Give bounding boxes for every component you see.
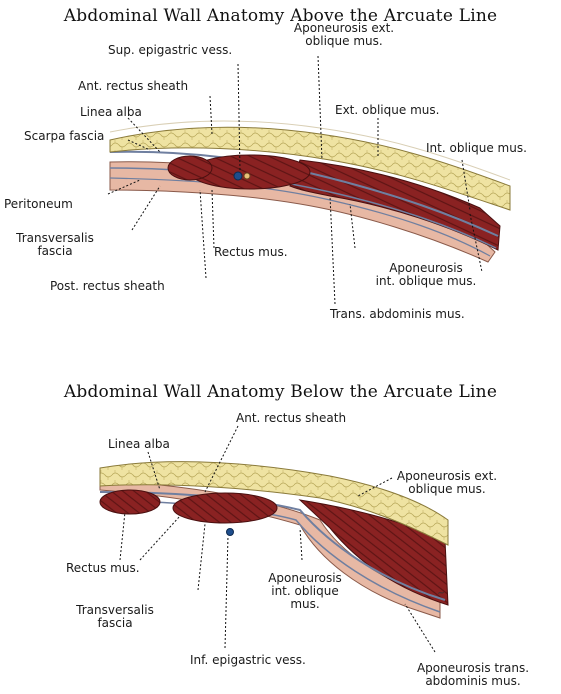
label-trans-abdominis-mus: Trans. abdominis mus. xyxy=(330,307,465,321)
label-aponeurosis-int-oblique-bottom: Aponeurosis int. oblique mus. xyxy=(268,571,342,611)
label-int-oblique-mus: Int. oblique mus. xyxy=(426,141,527,155)
label-rectus-mus-bottom: Rectus mus. xyxy=(66,561,140,575)
label-linea-alba-bottom: Linea alba xyxy=(108,437,170,451)
artist-signature: ~ xyxy=(436,587,447,600)
bottom-lateral-muscles xyxy=(298,499,449,606)
label-aponeurosis-int-oblique: Aponeurosis int. oblique mus. xyxy=(375,261,477,288)
label-inf-epigastric-vess: Inf. epigastric vess. xyxy=(190,653,306,667)
top-illustration xyxy=(109,120,511,263)
label-rectus-mus: Rectus mus. xyxy=(214,245,288,259)
bottom-rectus-muscle xyxy=(172,492,278,524)
bottom-epigastric-vessel xyxy=(226,528,234,536)
label-aponeurosis-ext-oblique-bottom: Aponeurosis ext. oblique mus. xyxy=(396,469,498,496)
label-sup-epigastric-vess: Sup. epigastric vess. xyxy=(108,43,233,57)
label-peritoneum: Peritoneum xyxy=(4,197,73,211)
label-linea-alba: Linea alba xyxy=(80,105,142,119)
top-epigastric-vessel xyxy=(233,171,243,181)
top-leader-lines xyxy=(107,55,483,305)
bottom-leader-lines xyxy=(119,425,436,653)
bottom-illustration xyxy=(99,461,449,619)
label-transversalis-fascia-bottom: Transversalis fascia xyxy=(76,603,154,630)
label-aponeurosis-ext-oblique: Aponeurosis ext. oblique mus. xyxy=(293,21,395,48)
label-ant-rectus-sheath: Ant. rectus sheath xyxy=(78,79,189,93)
label-ext-oblique-mus: Ext. oblique mus. xyxy=(335,103,440,117)
bottom-diagram-title: Abdominal Wall Anatomy Below the Arcuate… xyxy=(63,382,498,402)
bottom-fascia-streaks xyxy=(99,491,446,601)
top-fascia-streaks xyxy=(109,150,499,237)
top-diagram-title: Abdominal Wall Anatomy Above the Arcuate… xyxy=(63,6,498,26)
label-transversalis-fascia: Transversalis fascia xyxy=(16,231,94,258)
label-ant-rectus-sheath-bottom: Ant. rectus sheath xyxy=(236,411,347,425)
label-scarpa-fascia: Scarpa fascia xyxy=(24,129,105,143)
bottom-fat-layer xyxy=(99,461,449,546)
top-fat-layer xyxy=(109,126,511,211)
label-post-rectus-sheath: Post. rectus sheath xyxy=(50,279,165,293)
label-aponeurosis-trans-abdominis: Aponeurosis trans. abdominis mus. xyxy=(416,661,530,688)
